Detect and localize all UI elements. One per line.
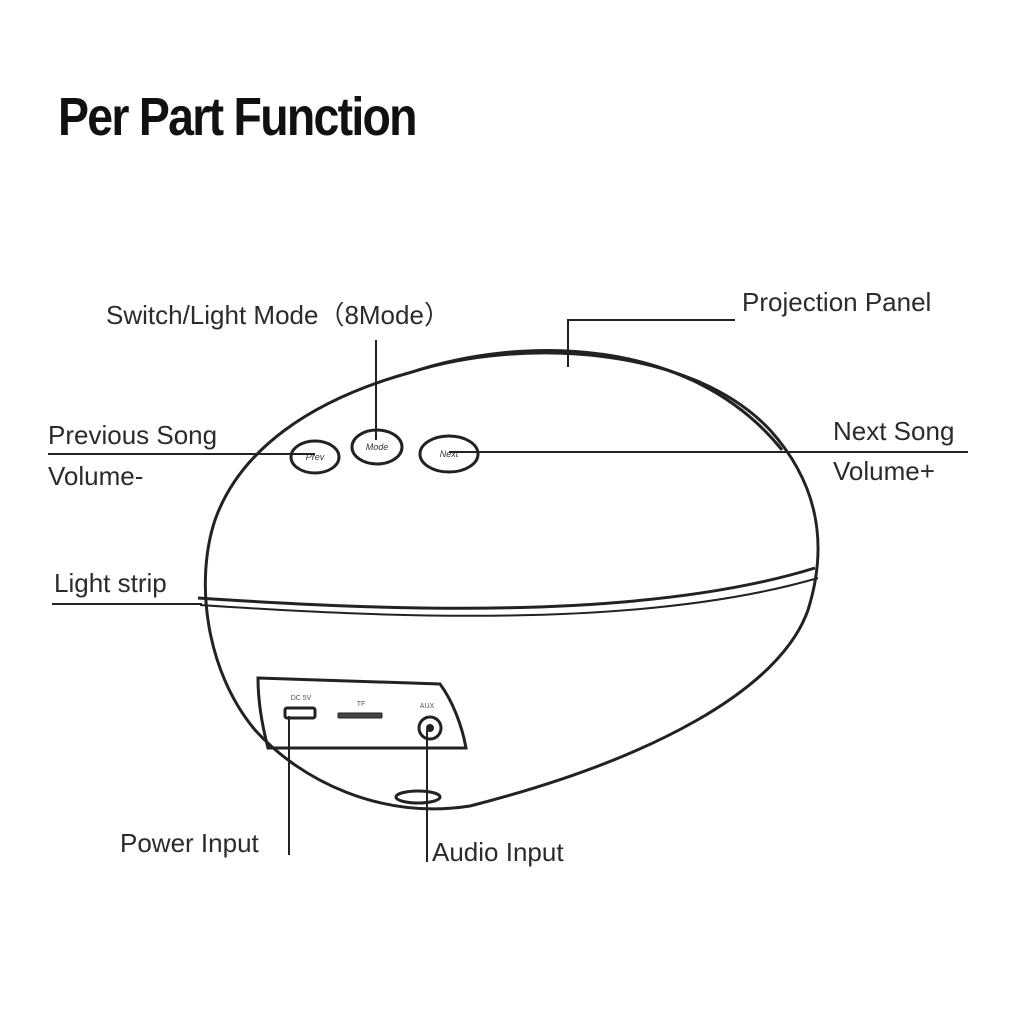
- switch-light-mode-label: Switch/Light Mode（8Mode）: [106, 300, 450, 330]
- next-song-label: Next Song: [833, 416, 954, 446]
- speaker-foot: [394, 789, 442, 805]
- mode-button-label: Mode: [366, 442, 389, 452]
- previous-song-label: Previous Song: [48, 420, 217, 450]
- projection-panel: [411, 349, 784, 451]
- power-port[interactable]: [283, 706, 317, 720]
- port-panel: [256, 676, 468, 750]
- page-title: Per Part Function: [58, 87, 418, 147]
- tf-port-label: TF: [357, 701, 366, 708]
- previous-song-button[interactable]: Prev: [289, 439, 341, 475]
- previous-song-button-label: Prev: [306, 452, 325, 462]
- speaker-body: [203, 351, 820, 811]
- light-strip: [197, 566, 816, 610]
- next-song-button-label: Next: [440, 449, 459, 459]
- next-song-button[interactable]: Next: [418, 434, 480, 474]
- light-strip-label: Light strip: [54, 568, 167, 598]
- volume-minus-label: Volume-: [48, 461, 143, 491]
- projection-panel-label: Projection Panel: [742, 287, 931, 317]
- audio-input-label: Audio Input: [432, 837, 564, 867]
- tf-slot[interactable]: [337, 712, 383, 719]
- light-strip-lower: [199, 577, 819, 617]
- dc-port-label: DC 5V: [291, 695, 312, 702]
- power-input-label: Power Input: [120, 828, 260, 858]
- aux-port-label: AUX: [420, 703, 435, 710]
- projection-panel-leader: [567, 319, 735, 367]
- volume-plus-label: Volume+: [833, 456, 935, 486]
- audio-port[interactable]: [417, 715, 443, 741]
